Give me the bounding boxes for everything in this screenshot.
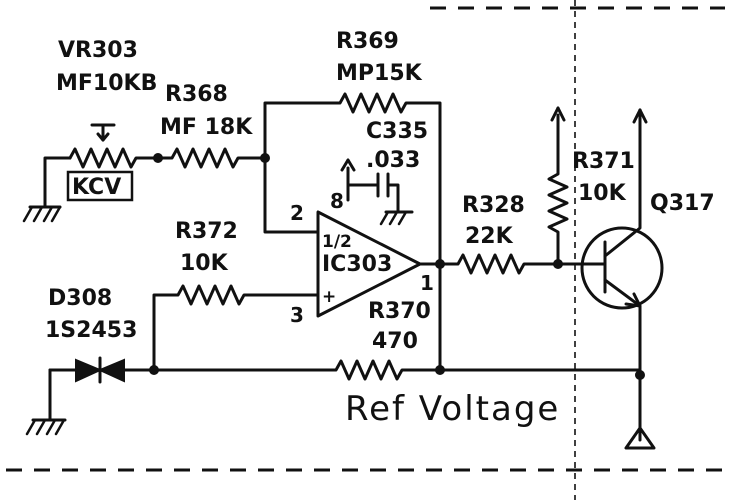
resistor-r369 [263,92,442,372]
r372-ref: R372 [175,219,238,244]
kcv-tag: KCV [72,175,121,200]
vr303-value: MF10KB [56,71,157,96]
opamp-unit: 1/2 [322,232,352,252]
resistor-r328 [418,253,607,275]
c335-ref: C335 [366,119,428,144]
junction-r370-feedback [435,365,445,375]
pin-noninverting: 3 [290,303,304,327]
vr303-ref: VR303 [58,38,138,63]
pin-output: 1 [420,271,434,295]
c335-value: .033 [366,148,420,173]
junction-diode [149,365,159,375]
wire-inverting-input [263,156,320,234]
ref-voltage-label: Ref Voltage [345,389,560,429]
r328-ref: R328 [462,193,525,218]
resistor-r371 [547,106,569,266]
resistor-r372 [152,284,320,372]
r368-ref: R368 [165,82,228,107]
opamp-ic303 [316,158,422,318]
r368-value: MF 18K [160,115,253,140]
r370-value: 470 [372,329,418,354]
junction-opamp-output [435,259,445,269]
ground-symbol-diode [25,368,67,436]
r371-ref: R371 [572,149,635,174]
opamp-plus-mark: + [322,287,336,307]
opamp-ref: IC303 [322,252,392,277]
boundary-lines [6,0,725,500]
d308-part: 1S2453 [45,318,137,343]
r370-ref: R370 [368,299,431,324]
r372-value: 10K [180,251,229,276]
r328-value: 22K [465,224,514,249]
capacitor-c335 [366,172,400,198]
d308-ref: D308 [48,286,112,311]
q317-ref: Q317 [650,191,715,216]
pin-supply: 8 [330,189,344,213]
ref-voltage-terminal [624,426,656,450]
r369-value: MP15K [336,61,423,86]
transistor-q317 [580,108,664,442]
diode-d308 [48,356,156,384]
resistor-r370 [152,359,642,381]
pin-inverting: 2 [290,201,304,225]
junction-vr-r368 [153,153,163,163]
resistor-r368 [156,147,267,169]
r371-value: 10K [578,181,627,206]
potentiometer-vr303 [43,123,160,209]
kcv-tag-box [66,170,134,202]
ground-symbol-cap [379,188,414,226]
junction-emitter [635,370,645,380]
ground-symbol-left [22,205,62,223]
r369-ref: R369 [336,29,399,54]
